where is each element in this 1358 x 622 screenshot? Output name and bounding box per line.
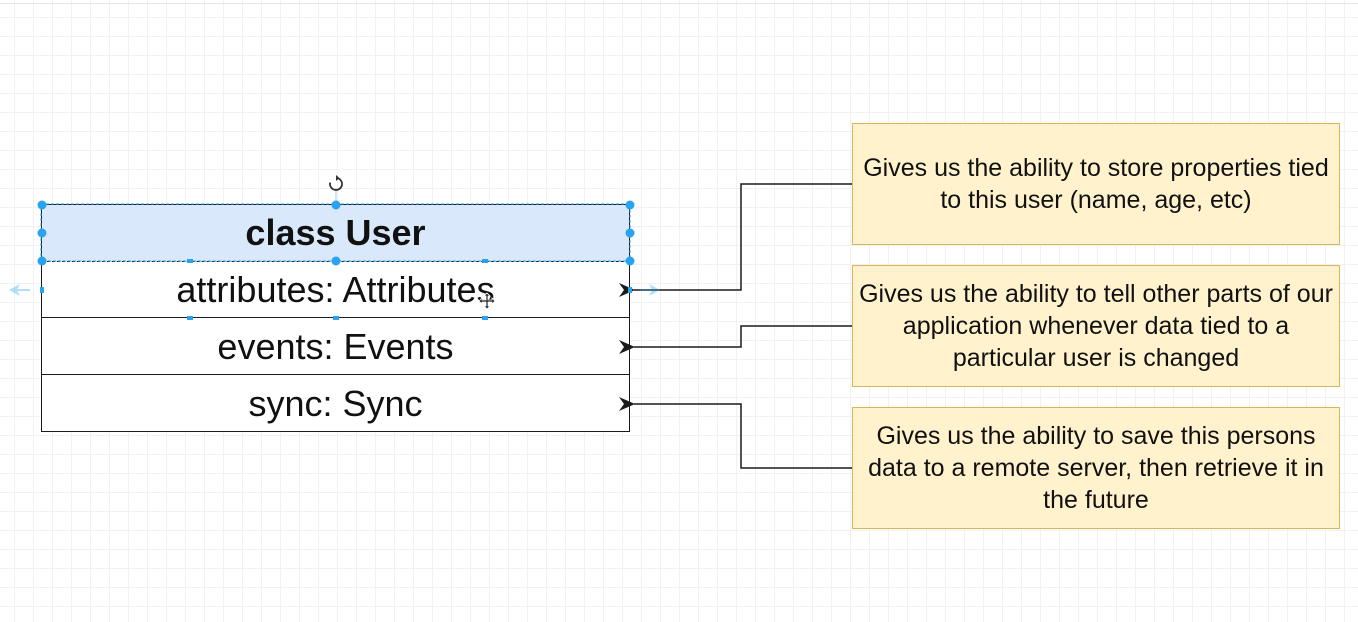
- rotate-icon[interactable]: [326, 174, 346, 194]
- canvas-top-border: [0, 3, 1358, 4]
- arrow-right-hint-icon: [640, 284, 660, 296]
- class-user-box[interactable]: class User attributes: Attributes events…: [41, 204, 630, 432]
- connector-attributes: [619, 183, 852, 297]
- class-row-attributes[interactable]: attributes: Attributes: [42, 262, 629, 318]
- arrow-left-icon: [9, 284, 30, 296]
- class-row-events[interactable]: events: Events: [42, 319, 629, 375]
- move-cursor-icon: [478, 292, 496, 310]
- note-attributes[interactable]: Gives us the ability to store properties…: [852, 123, 1340, 245]
- connector-events: [619, 325, 852, 354]
- class-title[interactable]: class User: [42, 205, 629, 262]
- connector-sync: [619, 397, 852, 469]
- note-sync[interactable]: Gives us the ability to save this person…: [852, 407, 1340, 529]
- class-row-sync[interactable]: sync: Sync: [248, 383, 423, 424]
- note-events[interactable]: Gives us the ability to tell other parts…: [852, 265, 1340, 387]
